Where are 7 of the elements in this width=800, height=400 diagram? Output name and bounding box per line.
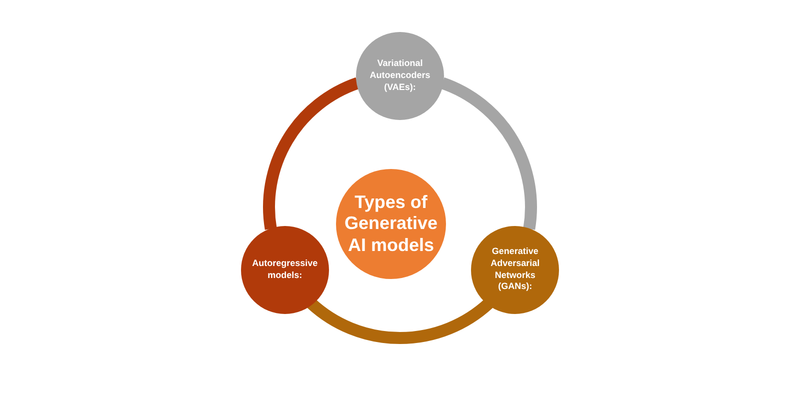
connector-arc [308,298,492,344]
category-label: Generative Adversarial Networks (GANs): [490,246,541,293]
category-label: Variational Autoencoders (VAEs): [368,58,432,94]
topic-label: Types of Generative AI models [343,192,439,256]
category-label: Autoregressive models: [252,258,318,282]
connector-arc [440,78,537,230]
connector-arc [263,78,360,230]
